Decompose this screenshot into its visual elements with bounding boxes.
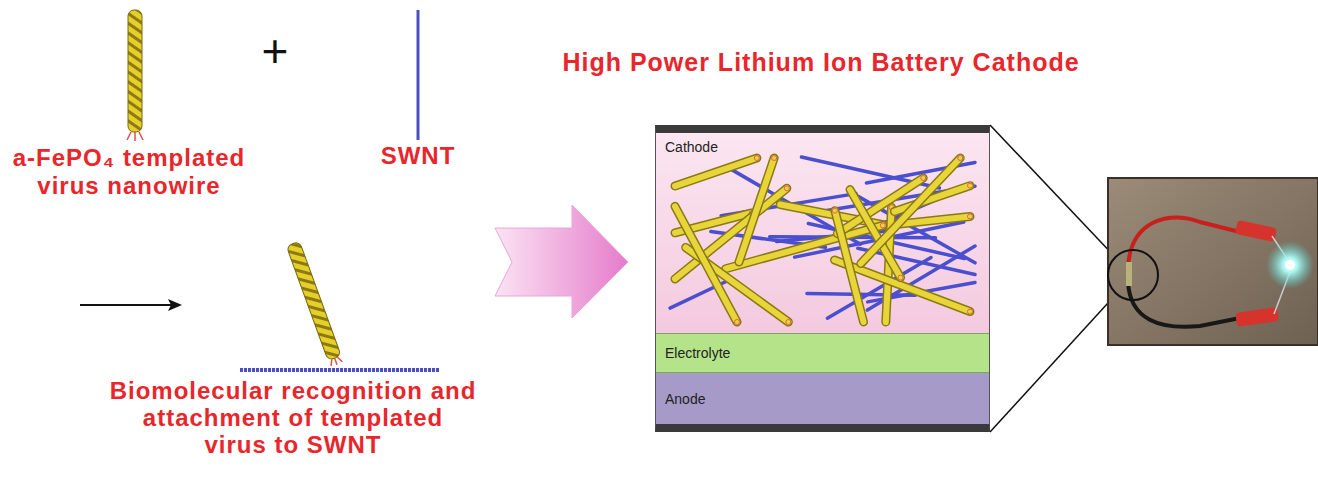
swnt-label: SWNT <box>363 142 473 170</box>
zoom-lines <box>990 125 1118 432</box>
process-arrow <box>495 205 628 318</box>
swnt <box>417 10 420 140</box>
material-label: a-FePO₄ templated virus nanowire <box>3 144 255 200</box>
cathode-fill <box>656 133 989 333</box>
band-label: Anode <box>665 391 705 407</box>
cathode-band: Cathode <box>656 133 989 333</box>
band-label: Electrolyte <box>665 345 730 361</box>
process-label: Biomolecular recognition and attachment … <box>108 377 478 458</box>
virus-nanowire <box>127 10 143 141</box>
heading: High Power Lithium Ion Battery Cathode <box>511 47 1131 77</box>
virus-on-swnt <box>240 241 440 370</box>
led-photo <box>1108 178 1318 345</box>
electrolyte-band: Electrolyte <box>656 333 989 373</box>
nanowire-mesh <box>670 156 975 325</box>
reaction-arrow <box>80 299 182 311</box>
battery-box: High Power Lithium Ion Battery CathodeCa… <box>655 125 990 432</box>
plus-sign: + <box>250 26 300 76</box>
band-label: Cathode <box>665 139 718 155</box>
anode-band: Anode <box>656 373 989 424</box>
